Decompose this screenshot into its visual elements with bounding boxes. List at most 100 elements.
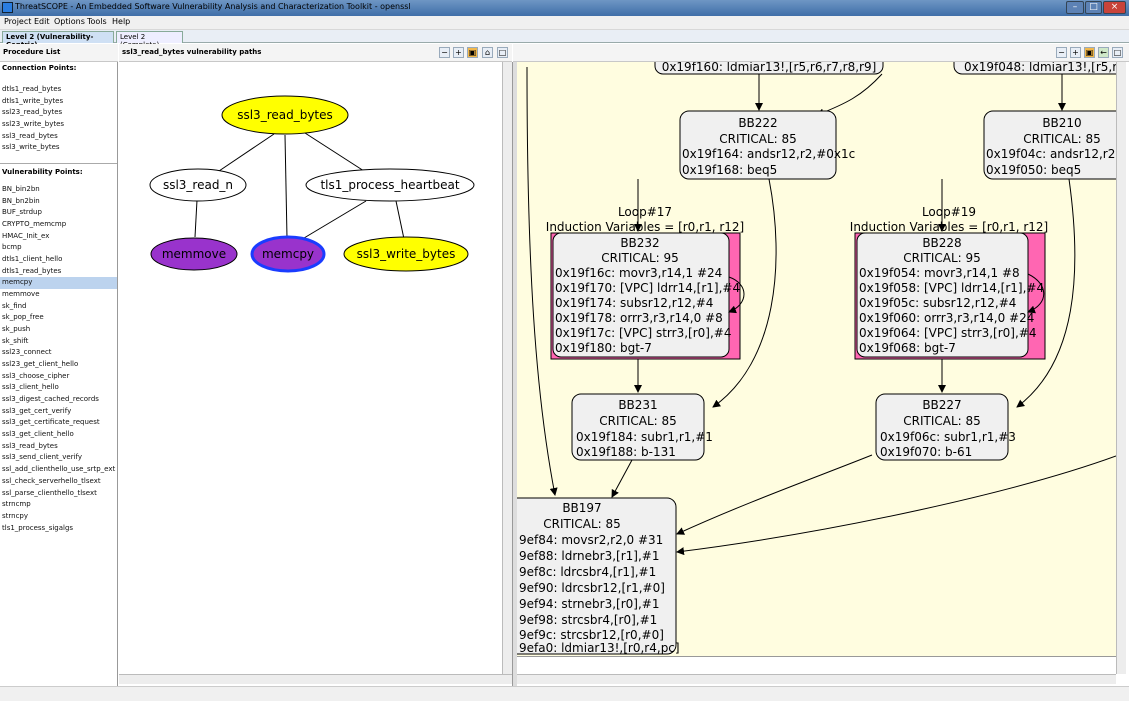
connection-point-item[interactable]: ssl3_write_bytes — [2, 143, 60, 152]
back-arrow-icon[interactable]: ← — [1098, 47, 1109, 58]
connection-point-item[interactable]: dtls1_read_bytes — [2, 85, 62, 93]
connection-point-item[interactable]: ssl3_read_bytes — [2, 131, 58, 140]
zoom-out-icon[interactable]: − — [1056, 47, 1067, 58]
node-memmove[interactable]: memmove — [150, 237, 238, 271]
vulnerability-point-item[interactable]: ssl3_choose_cipher — [2, 371, 70, 380]
vulnerability-point-item[interactable]: ssl3_get_cert_verify — [2, 406, 72, 415]
close-button[interactable]: × — [1103, 1, 1126, 14]
cfg-vertical-scrollbar[interactable] — [1116, 62, 1126, 674]
menu-tools[interactable]: Tools — [87, 17, 107, 26]
tab-strip: Level 2 (Vulnerability-Centric) Level 2 … — [0, 30, 1129, 49]
vulnerability-point-item[interactable]: HMAC_Init_ex — [2, 231, 50, 240]
block-critical: CRITICAL: 85 — [1023, 132, 1101, 146]
block-line: 9ef9c: strcsbr12,[r0,#0] — [519, 628, 664, 642]
vulnerability-point-item[interactable]: ssl23_get_client_hello — [2, 360, 79, 369]
menu-project[interactable]: Project — [4, 17, 32, 26]
vulnerability-point-item[interactable]: dtls1_client_hello — [2, 255, 63, 264]
vulnerability-point-item[interactable]: BN_bin2bn — [2, 185, 40, 194]
fit-icon[interactable]: ▣ — [1084, 47, 1095, 58]
connection-point-item[interactable]: ssl23_read_bytes — [2, 108, 63, 117]
loop-label: Loop#17 — [618, 205, 672, 219]
vulnerability-point-item[interactable]: sk_push — [2, 325, 31, 334]
vulnerability-point-item[interactable]: ssl3_get_certificate_request — [2, 418, 100, 427]
maximize-button[interactable]: □ — [1085, 1, 1102, 14]
block-top-left[interactable]: 0x19f160: ldmiar13!,[r5,r6,r7,r8,r9] — [654, 62, 884, 75]
block-critical: CRITICAL: 85 — [543, 517, 621, 531]
edge — [218, 133, 275, 172]
node-heartbeat[interactable]: tls1_process_heartbeat — [305, 168, 475, 202]
maximize-panel-icon[interactable]: □ — [1112, 47, 1123, 58]
block-bb231[interactable]: BB231 CRITICAL: 85 0x19f184: subr1,r1,#1… — [571, 393, 713, 461]
edge — [676, 454, 873, 535]
block-name: BB231 — [618, 398, 657, 412]
edge — [284, 134, 288, 239]
vulnerability-point-item[interactable]: memmove — [2, 290, 40, 299]
paths-vertical-scrollbar[interactable] — [502, 62, 512, 674]
vulnerability-point-item[interactable]: dtls1_read_bytes — [2, 266, 62, 275]
tab-vulnerability-centric[interactable]: Level 2 (Vulnerability-Centric) — [2, 31, 114, 49]
menu-edit[interactable]: Edit — [34, 17, 50, 26]
minimize-button[interactable]: – — [1066, 1, 1084, 14]
loop-17[interactable]: Loop#17 Induction Variables = [r0,r1, r1… — [546, 205, 745, 360]
block-line: 0x19f058: [VPC] ldrr14,[r1],#4 — [859, 281, 1044, 295]
vulnerability-point-item[interactable]: ssl_parse_clienthello_tlsext — [2, 488, 97, 497]
menu-help[interactable]: Help — [112, 17, 131, 26]
connection-points-header: Connection Points: — [2, 64, 77, 72]
vulnerability-point-item[interactable]: sk_pop_free — [2, 313, 44, 322]
vulnerability-point-item[interactable]: ssl3_send_client_verify — [2, 453, 83, 462]
vulnerability-point-item[interactable]: ssl3_get_client_hello — [2, 430, 74, 439]
node-root[interactable]: ssl3_read_bytes — [221, 95, 349, 135]
menu-bar: Project Edit Options Tools Help — [0, 16, 1129, 30]
block-line: 0x19f184: subr1,r1,#1 — [576, 430, 713, 444]
fit-icon[interactable]: ▣ — [467, 47, 478, 58]
connection-point-item[interactable]: ssl23_write_bytes — [2, 120, 65, 129]
zoom-in-icon[interactable]: + — [453, 47, 464, 58]
vulnerability-point-item[interactable]: ssl_check_serverhello_tlsext — [2, 476, 101, 485]
vulnerability-point-item[interactable]: strncmp — [2, 500, 31, 509]
edge — [816, 73, 883, 117]
block-bb197[interactable]: BB197 CRITICAL: 85 9ef84: movsr2,r2,0 #3… — [517, 497, 680, 655]
block-line: 0x19f05c: subsr12,r12,#4 — [859, 296, 1016, 310]
vulnerability-point-item[interactable]: memcpy — [0, 277, 117, 290]
paths-horizontal-scrollbar[interactable] — [119, 674, 512, 684]
block-bb227[interactable]: BB227 CRITICAL: 85 0x19f06c: subr1,r1,#3… — [875, 393, 1016, 461]
control-flow-graph: 0x19f160: ldmiar13!,[r5,r6,r7,r8,r9] 0x1… — [517, 62, 1116, 656]
home-icon[interactable]: ⌂ — [482, 47, 493, 58]
loop-19[interactable]: Loop#19 Induction Variables = [r0,r1, r1… — [850, 205, 1048, 360]
zoom-out-icon[interactable]: − — [439, 47, 450, 58]
vulnerability-point-item[interactable]: BUF_strdup — [2, 208, 42, 217]
vulnerability-point-item[interactable]: ssl_add_clienthello_use_srtp_ext — [2, 465, 116, 474]
vulnerability-point-item[interactable]: CRYPTO_memcmp — [2, 220, 67, 229]
block-line: 9ef90: ldrcsbr12,[r1,#0] — [519, 581, 665, 595]
vulnerability-point-item[interactable]: ssl23_connect — [2, 348, 52, 357]
vulnerability-point-item[interactable]: BN_bn2bin — [2, 196, 40, 205]
vulnerability-point-item[interactable]: ssl3_read_bytes — [2, 441, 58, 450]
vulnerability-point-item[interactable]: ssl3_digest_cached_records — [2, 395, 99, 404]
edge — [194, 199, 198, 238]
vulnerability-point-item[interactable]: strncpy — [2, 511, 29, 520]
title-bar: ThreatSCOPE - An Embedded Software Vulne… — [0, 0, 1129, 16]
cfg-horizontal-scrollbar[interactable] — [517, 674, 1116, 684]
vulnerability-point-item[interactable]: bcmp — [2, 243, 22, 252]
tab-complete[interactable]: Level 2 (Complete) — [116, 31, 183, 49]
procedure-list-title: Procedure List — [3, 48, 61, 56]
vulnerability-point-item[interactable]: ssl3_client_hello — [2, 383, 59, 392]
block-bb210[interactable]: BB210 CRITICAL: 85 0x19f04c: andsr12,r2,… — [983, 110, 1116, 180]
block-bb222[interactable]: BB222 CRITICAL: 85 0x19f164: andsr12,r2,… — [679, 110, 855, 180]
node-memcpy[interactable]: memcpy — [250, 235, 326, 273]
edge — [395, 200, 405, 240]
node-read-n[interactable]: ssl3_read_n — [149, 168, 247, 202]
block-bb228: BB228 CRITICAL: 95 0x19f054: movr3,r14,1… — [859, 236, 1044, 355]
vulnerability-point-item[interactable]: sk_find — [2, 301, 27, 310]
graph-edges — [194, 132, 405, 242]
zoom-in-icon[interactable]: + — [1070, 47, 1081, 58]
split-divider[interactable] — [512, 62, 517, 686]
node-write-bytes[interactable]: ssl3_write_bytes — [343, 236, 469, 272]
maximize-panel-icon[interactable]: □ — [497, 47, 508, 58]
vulnerability-point-item[interactable]: sk_shift — [2, 336, 29, 345]
block-top-right[interactable]: 0x19f048: ldmiar13!,[r5,r6,r — [953, 62, 1116, 75]
block-line: 0x19f17c: [VPC] strr3,[r0],#4 — [555, 326, 731, 340]
connection-point-item[interactable]: dtls1_write_bytes — [2, 96, 64, 105]
menu-options[interactable]: Options — [54, 17, 85, 26]
vulnerability-point-item[interactable]: tls1_process_sigalgs — [2, 523, 74, 532]
